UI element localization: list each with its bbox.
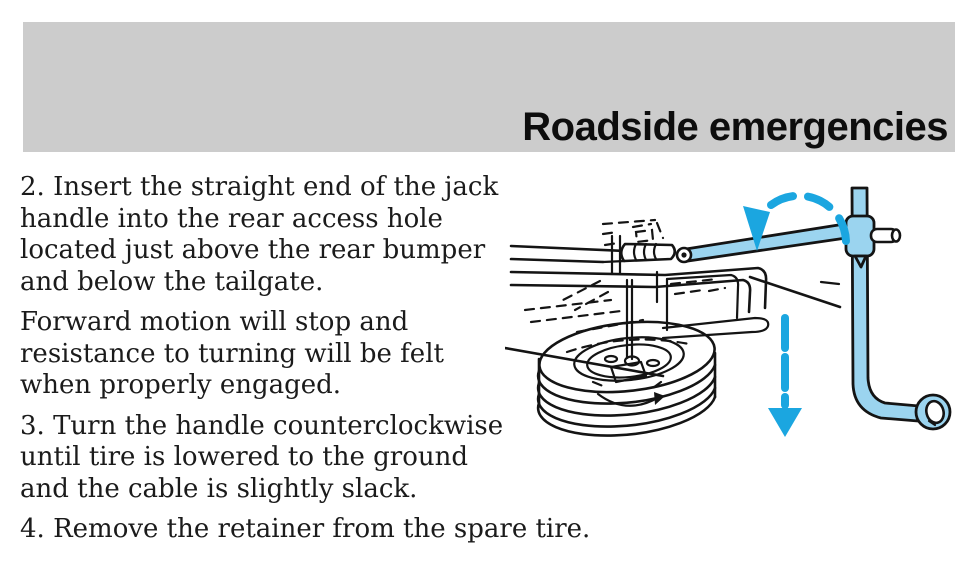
handle-rod bbox=[684, 221, 855, 263]
instructions-column: 2. Insert the straight end of the jack h… bbox=[20, 172, 670, 555]
instruction-step-3: 3. Turn the handle counterclockwise unti… bbox=[20, 410, 504, 504]
jack-handle bbox=[675, 186, 952, 431]
down-arrow-icon bbox=[768, 314, 802, 437]
header-banner: Roadside emergencies bbox=[23, 22, 955, 152]
page-title: Roadside emergencies bbox=[522, 105, 948, 149]
access-hole-boot bbox=[619, 242, 677, 263]
jack-handle-illustration bbox=[505, 186, 952, 437]
instruction-step-4: 4. Remove the retainer from the spare ti… bbox=[20, 514, 591, 544]
winch-cable bbox=[625, 270, 659, 361]
tire-retainer bbox=[591, 360, 665, 407]
instruction-note: Forward motion will stop and resistance … bbox=[20, 307, 444, 400]
instruction-step-2: 2. Insert the straight end of the jack h… bbox=[20, 172, 499, 297]
rotation-arrow-icon bbox=[743, 191, 851, 251]
